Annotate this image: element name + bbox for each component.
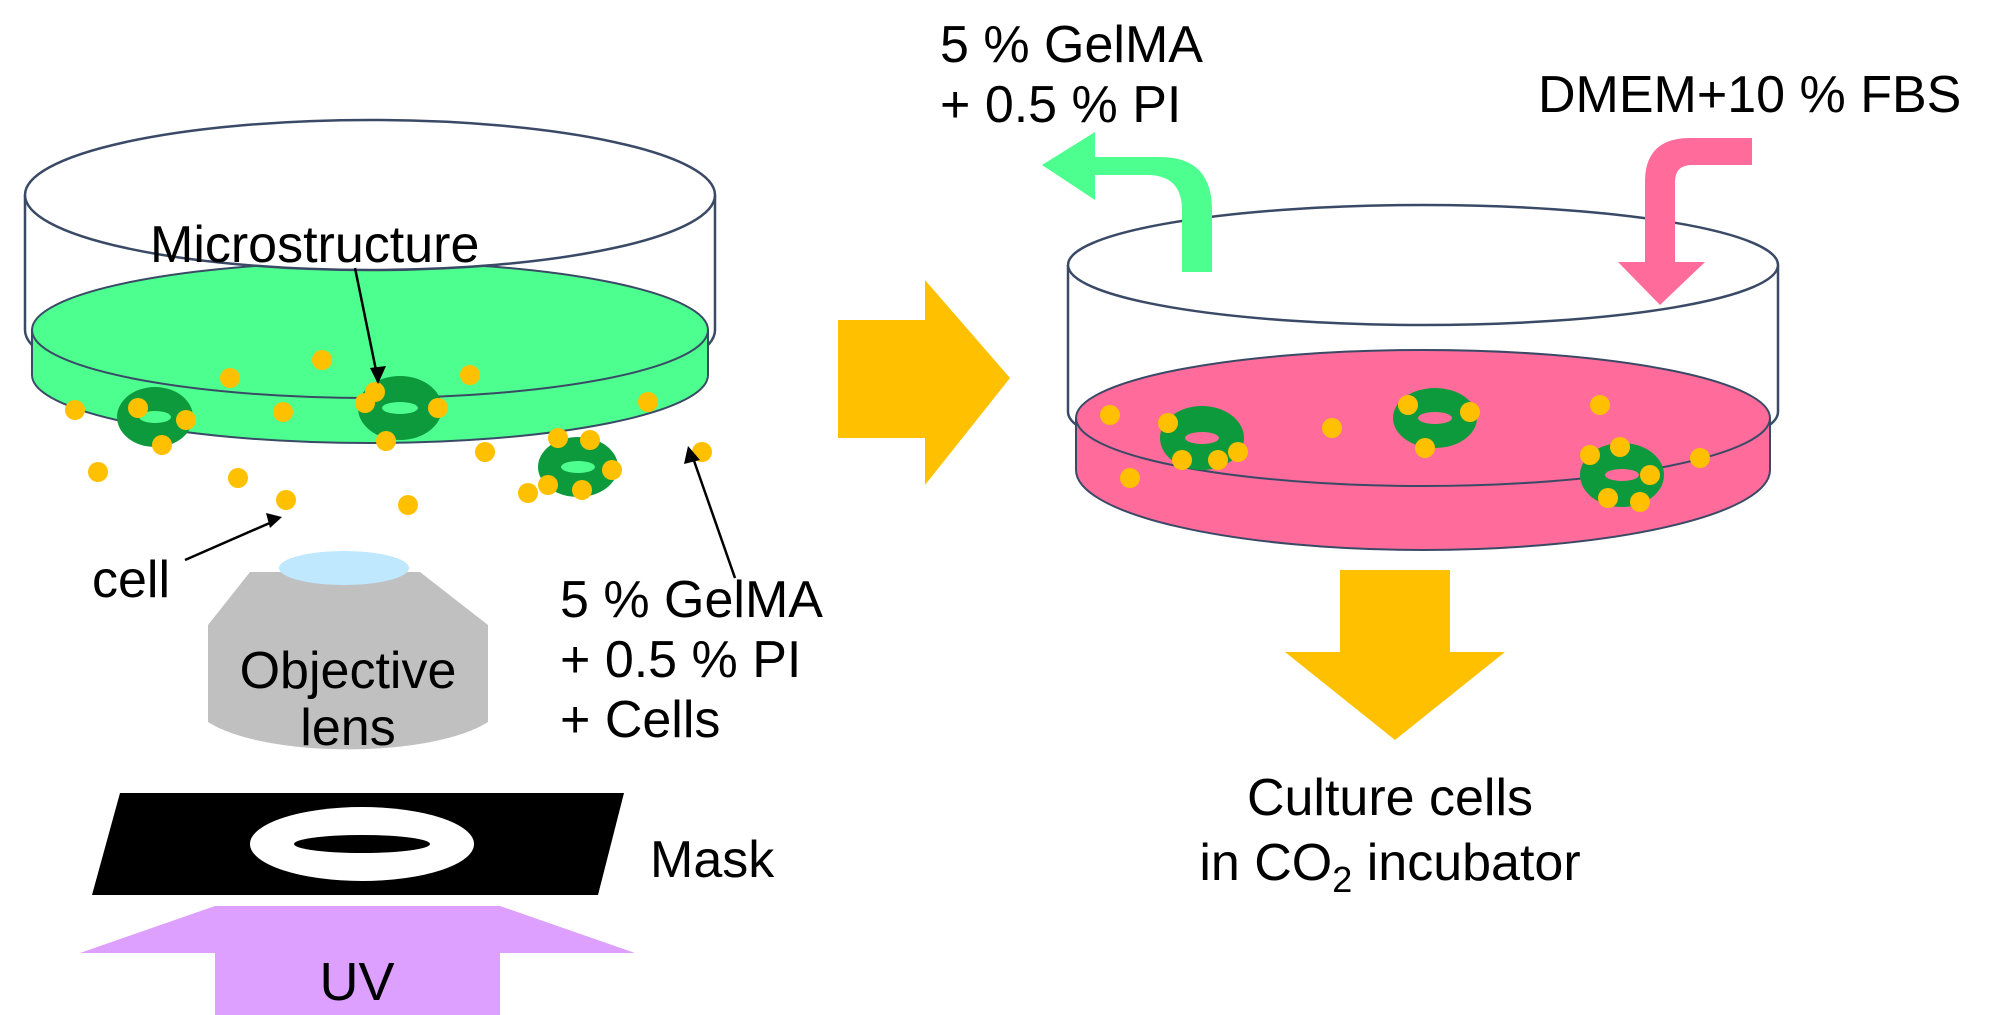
objective-label-line-2: lens	[300, 699, 395, 757]
cell-dot	[88, 462, 108, 482]
cell-dot	[273, 402, 293, 422]
cell-dot	[1630, 492, 1650, 512]
cell-dot	[602, 460, 622, 480]
medium-in-arrow	[1618, 138, 1752, 305]
cell-dot	[376, 431, 396, 451]
gel-leader	[690, 454, 737, 579]
mask-label: Mask	[650, 831, 775, 889]
gel-leader-head	[684, 446, 700, 464]
culture-label-suffix: incubator	[1352, 834, 1580, 892]
removed-solution-label-line-2: + 0.5 % PI	[940, 76, 1181, 134]
culture-label-subscript: 2	[1332, 859, 1352, 900]
cell-dot	[355, 393, 375, 413]
cell-dot	[460, 365, 480, 385]
left-gel-surface	[31, 261, 709, 399]
left-dish-rim	[23, 118, 717, 272]
added-medium-label: DMEM+10 % FBS	[1538, 66, 1961, 124]
cell-dot	[1610, 437, 1630, 457]
culture-label-line-1: Culture cells	[1247, 769, 1533, 827]
cell-dot	[638, 392, 658, 412]
cell-dot	[276, 490, 296, 510]
uv-label: UV	[319, 952, 394, 1012]
cell-dot	[1208, 450, 1228, 470]
cell-dot	[1398, 395, 1418, 415]
cell-dot	[1580, 445, 1600, 465]
uv-light-arrow: UV	[80, 906, 635, 1015]
cell-dot	[65, 400, 85, 420]
gel-label-line-1: 5 % GelMA	[560, 571, 823, 629]
cell-dot	[518, 483, 538, 503]
cell-dot	[1590, 395, 1610, 415]
cell-dot	[220, 368, 240, 388]
objective-lens: Objective lens	[208, 551, 488, 757]
objective-label-line-1: Objective	[240, 642, 457, 700]
cell-dot	[1172, 450, 1192, 470]
medium-out-arrow-shape	[1042, 132, 1212, 272]
microstructure-leader	[353, 267, 380, 381]
cell-dot	[572, 480, 592, 500]
cell-dot	[548, 428, 568, 448]
removed-solution-label-line-1: 5 % GelMA	[940, 16, 1203, 74]
cell-dot	[176, 410, 196, 430]
cell-dot	[538, 475, 558, 495]
culture-label-prefix: in CO	[1199, 834, 1332, 892]
left-microstructures	[117, 376, 618, 497]
cell-dot	[1100, 405, 1120, 425]
left-cells	[65, 350, 712, 515]
cell-dot	[1598, 488, 1618, 508]
right-dish-rim	[1066, 203, 1780, 327]
cell-dot	[475, 442, 495, 462]
cell-dot	[398, 495, 418, 515]
cell-dot	[1158, 413, 1178, 433]
cell-leader-head	[266, 513, 282, 528]
cell-dot	[1120, 468, 1140, 488]
cell-dot	[312, 350, 332, 370]
cell-dot	[580, 430, 600, 450]
cell-dot	[1322, 418, 1342, 438]
cell-dot	[128, 398, 148, 418]
medium-in-arrow-shape	[1618, 138, 1752, 305]
medium-out-arrow	[1042, 132, 1212, 272]
right-cells	[1100, 395, 1710, 512]
cell-dot	[428, 398, 448, 418]
culture-label-line-2: in CO2 incubator	[1199, 834, 1580, 900]
microstructure-leader-head	[370, 366, 386, 384]
mask-ring-center	[294, 835, 430, 853]
cell-leader	[184, 520, 273, 562]
gel-label-line-3: + Cells	[560, 691, 720, 749]
cell-label: cell	[92, 551, 170, 609]
left-petri-dish	[23, 118, 717, 444]
process-arrow-right	[838, 280, 1010, 485]
photomask	[92, 793, 624, 895]
cell-dot	[1640, 465, 1660, 485]
cell-dot	[228, 468, 248, 488]
cell-dot	[1228, 442, 1248, 462]
cell-dot	[1460, 402, 1480, 422]
microstructure-ring	[538, 437, 618, 497]
objective-lens-top-glass	[279, 551, 409, 585]
leader-lines	[184, 267, 737, 579]
cell-dot	[1415, 438, 1435, 458]
objective-lens-body	[208, 572, 488, 750]
process-arrow-down	[1285, 570, 1505, 740]
microstructure-label: Microstructure	[150, 216, 479, 274]
cell-dot	[152, 435, 172, 455]
uv-arrow-shape	[80, 906, 635, 1015]
gel-label-line-2: + 0.5 % PI	[560, 631, 801, 689]
cell-dot	[1690, 448, 1710, 468]
